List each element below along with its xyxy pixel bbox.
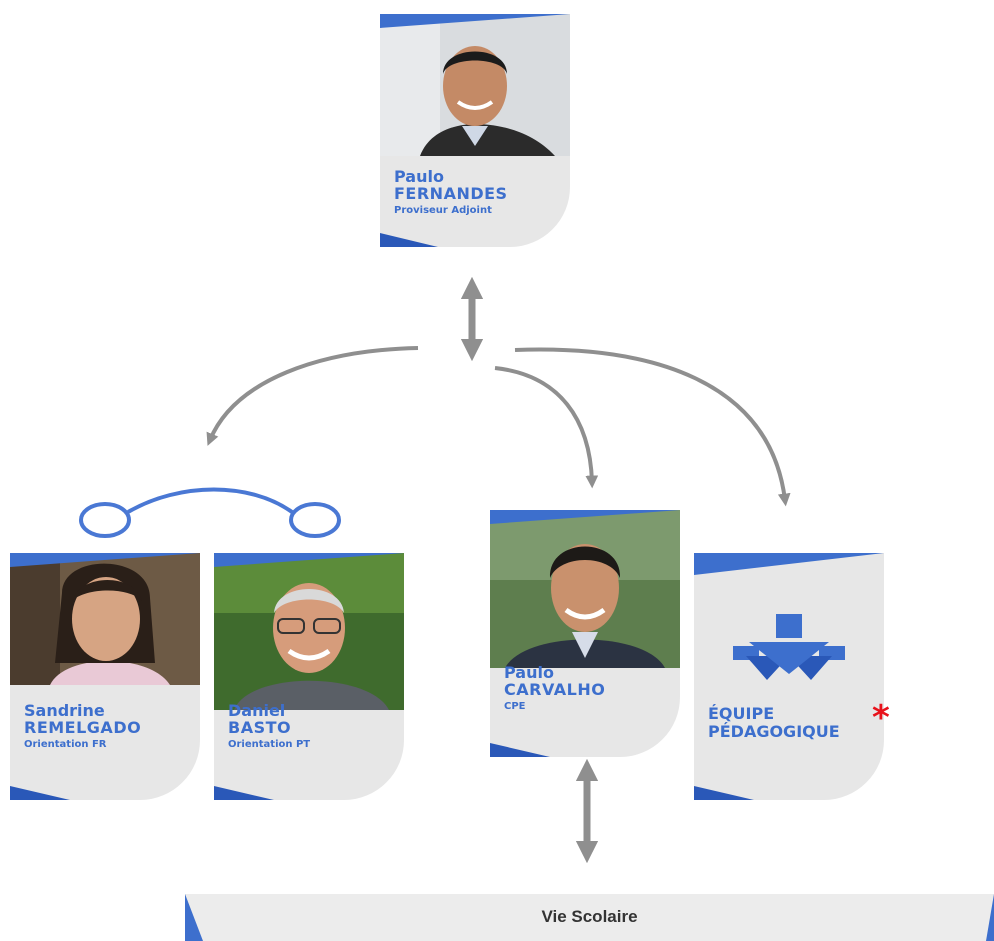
role: Orientation PT	[228, 738, 311, 750]
corner-stripe	[380, 233, 438, 247]
card-orientation-pt: Daniel BASTO Orientation PT	[214, 553, 404, 800]
equipe-line2: PÉDAGOGIQUE	[708, 721, 840, 741]
corner-stripe	[10, 786, 70, 800]
vie-scolaire-label: Vie Scolaire	[541, 907, 638, 926]
last-name: CARVALHO	[504, 679, 606, 699]
photo-proviseur-adjoint	[380, 14, 570, 156]
bar-stripe-right	[986, 894, 994, 941]
photo-orientation-pt	[214, 553, 404, 710]
corner-stripe	[490, 743, 550, 757]
role: Proviseur Adjoint	[394, 204, 492, 216]
role: Orientation FR	[24, 738, 107, 750]
asterisk-marker: *	[872, 698, 890, 738]
curved-arrow-right	[514, 347, 791, 507]
equipe-line1: ÉQUIPE	[708, 704, 775, 723]
last-name: BASTO	[228, 717, 292, 737]
first-name: Sandrine	[24, 701, 105, 720]
corner-stripe	[694, 553, 884, 575]
curved-arrow-center	[494, 366, 599, 489]
vie-scolaire-bar: Vie Scolaire	[185, 894, 994, 941]
corner-stripe	[694, 786, 754, 800]
last-name: FERNANDES	[394, 183, 508, 203]
team-hierarchy-icon	[733, 614, 845, 680]
person-text: Paulo FERNANDES Proviseur Adjoint	[394, 167, 508, 216]
role: CPE	[504, 700, 526, 712]
person-text: Sandrine REMELGADO Orientation FR	[24, 701, 142, 750]
card-proviseur-adjoint: Paulo FERNANDES Proviseur Adjoint	[380, 14, 570, 247]
first-name: Daniel	[228, 701, 286, 720]
card-cpe: Paulo CARVALHO CPE	[490, 510, 680, 757]
person-text: Daniel BASTO Orientation PT	[228, 701, 311, 750]
first-name: Paulo	[504, 663, 554, 682]
photo-cpe	[490, 510, 680, 668]
photo-orientation-fr	[10, 553, 200, 685]
person-text: Paulo CARVALHO CPE	[504, 663, 606, 712]
card-equipe-pedagogique: ÉQUIPE PÉDAGOGIQUE	[694, 553, 884, 800]
first-name: Paulo	[394, 167, 444, 186]
card-orientation-fr: Sandrine REMELGADO Orientation FR	[10, 553, 200, 800]
corner-stripe	[214, 786, 274, 800]
curved-arrow-left	[206, 346, 419, 446]
last-name: REMELGADO	[24, 717, 142, 737]
equipe-title: ÉQUIPE PÉDAGOGIQUE	[708, 705, 840, 740]
link-icon	[79, 487, 341, 538]
